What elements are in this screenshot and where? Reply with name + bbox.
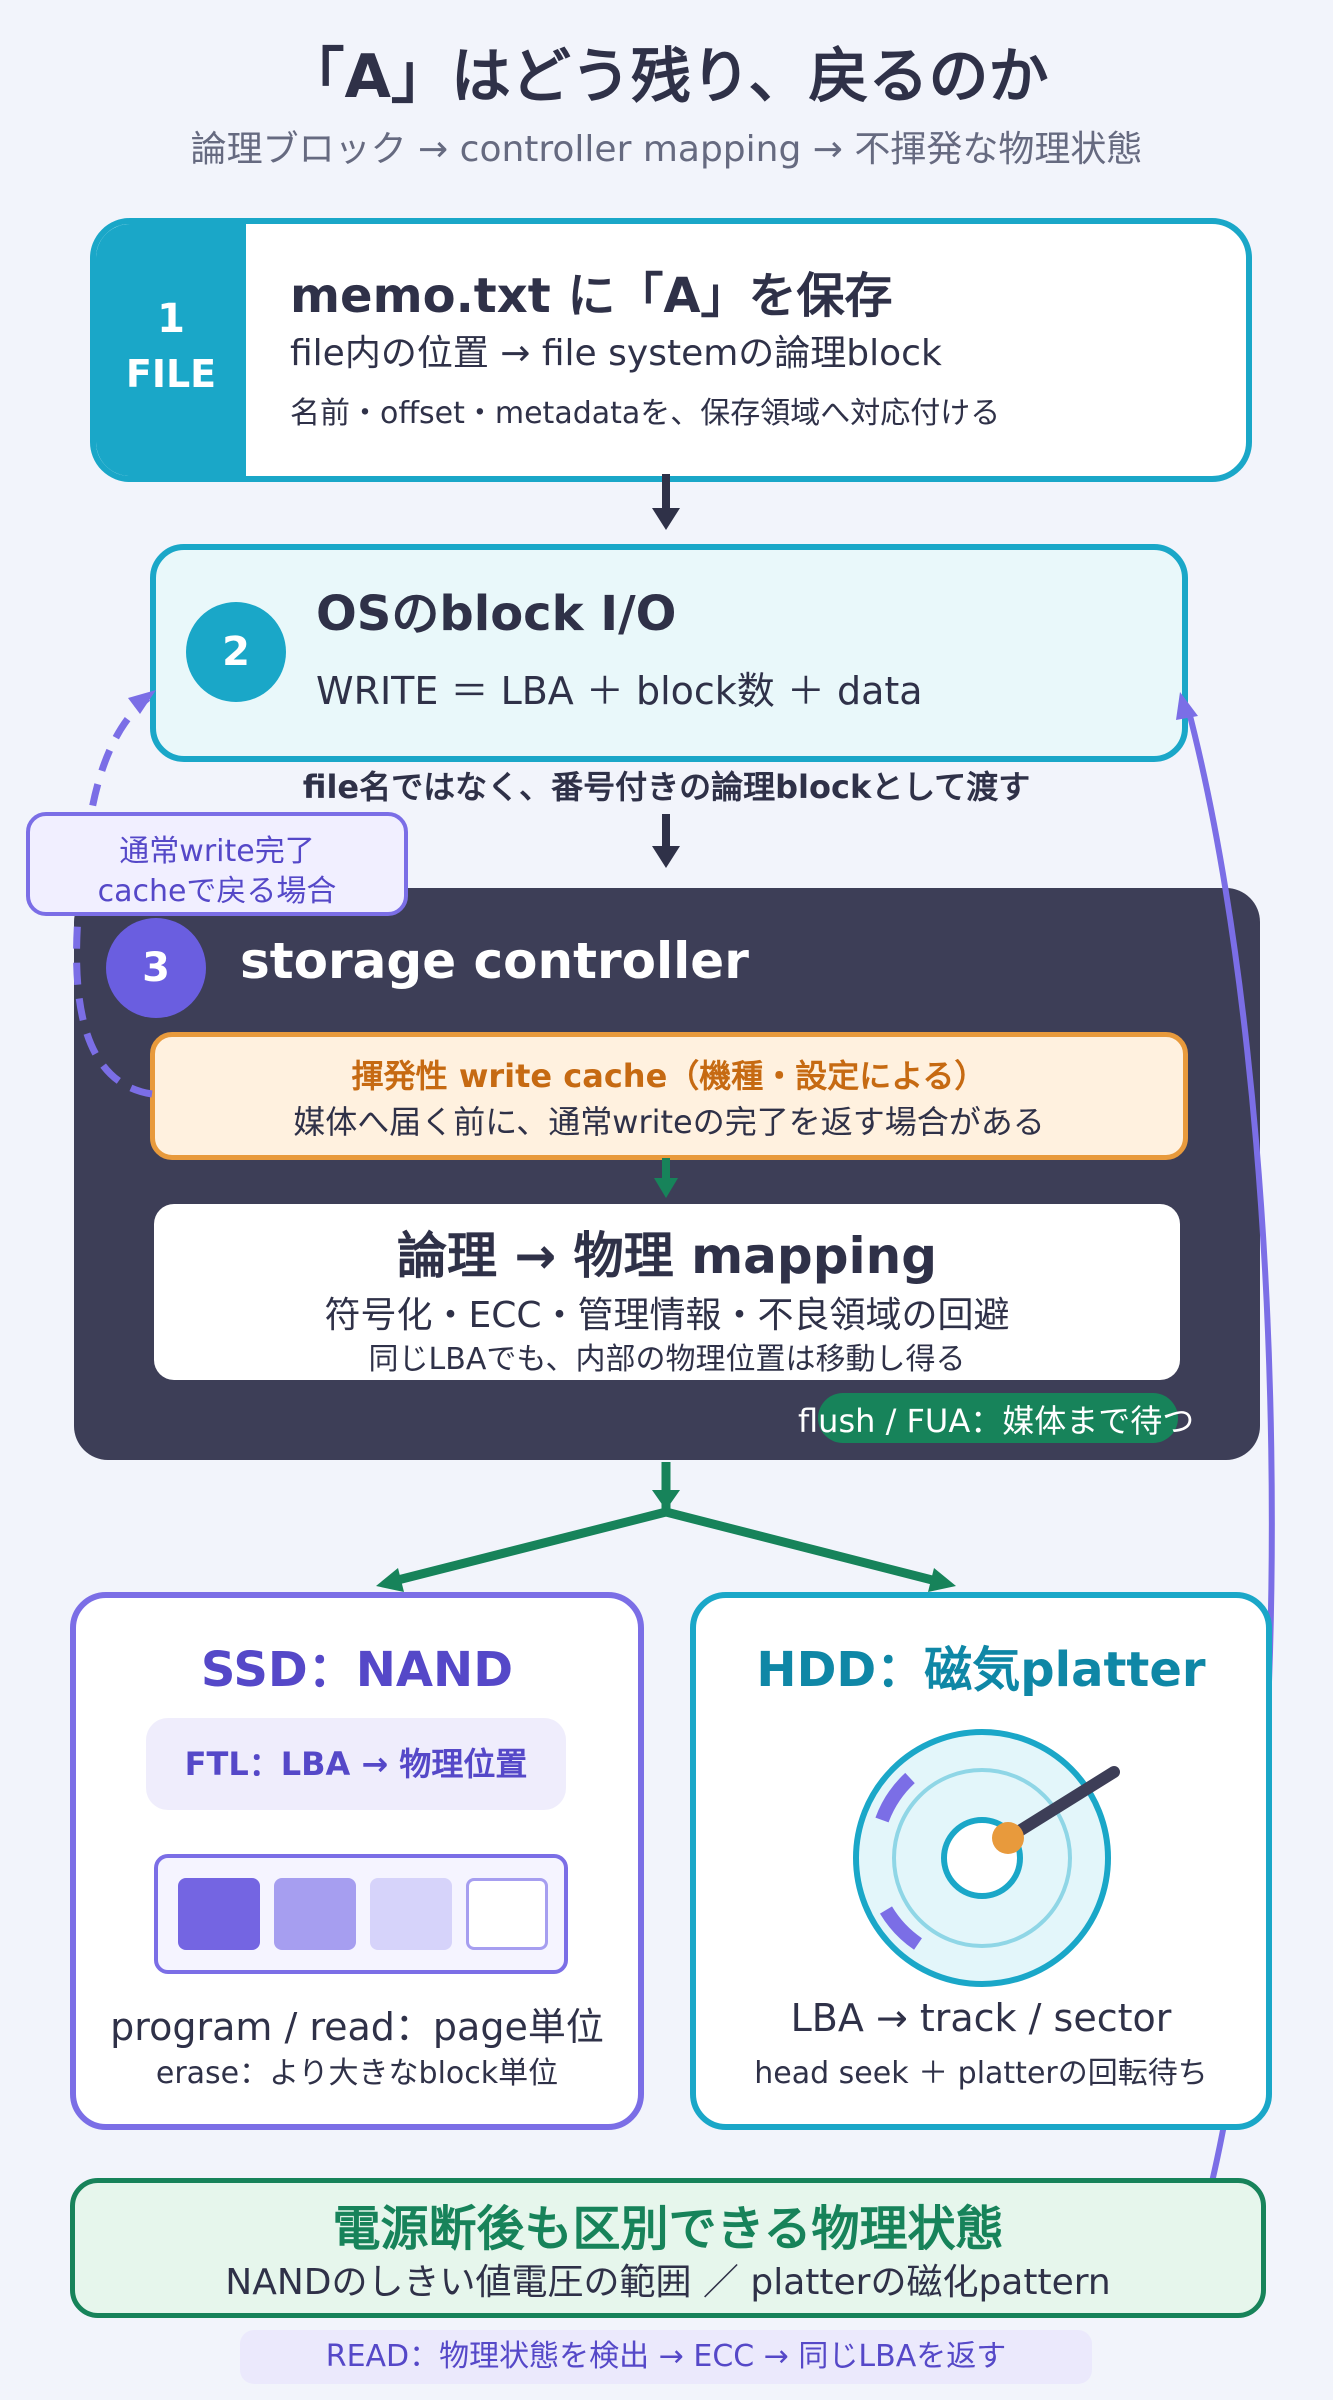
- step-number-2: 2: [186, 602, 286, 702]
- arrow-head-controller-down: [652, 1490, 680, 1510]
- ssd-heading: SSD：NAND: [200, 1642, 514, 1698]
- ssd-box: SSD：NAND FTL：LBA → 物理位置 program / read：p…: [70, 1592, 644, 2130]
- arrow-head-file-to-io: [652, 508, 680, 530]
- hdd-line2: head seek ＋ platterの回転待ち: [754, 2056, 1208, 2091]
- arrow-to-ssd: [388, 1507, 668, 1587]
- head-arm: [1002, 1766, 1120, 1844]
- platter-track: [892, 1768, 1072, 1948]
- block-io-note: file名ではなく、番号付きの論理blockとして渡す: [302, 768, 1031, 806]
- block-io-box: 2 OSのblock I/O WRITE ＝ LBA ＋ block数 ＋ da…: [150, 544, 1188, 762]
- physical-state-heading: 電源断後も区別できる物理状態: [332, 2201, 1004, 2257]
- mapping-box: 論理 → 物理 mapping 符号化・ECC・管理情報・不良領域の回避 同じL…: [154, 1204, 1180, 1380]
- hdd-line1: LBA → track / sector: [790, 1996, 1172, 2040]
- read-write-head: [992, 1822, 1024, 1854]
- nand-page-row: [154, 1854, 568, 1974]
- cache-return-note-line1: 通常write完了: [119, 834, 315, 869]
- flush-label: flush / FUA：媒体まで待つ: [798, 1402, 1195, 1440]
- write-cache-box: 揮発性 write cache（機種・設定による） 媒体へ届く前に、通常writ…: [150, 1032, 1188, 1160]
- write-cache-text: 媒体へ届く前に、通常writeの完了を返す場合がある: [293, 1103, 1045, 1141]
- hdd-box: HDD：磁気platter LBA → track / sector head …: [690, 1592, 1272, 2130]
- read-label: READ：物理状態を検出 → ECC → 同じLBAを返す: [240, 2330, 1092, 2384]
- mapping-line2: 同じLBAでも、内部の物理位置は移動し得る: [368, 1342, 966, 1377]
- storage-controller-heading: storage controller: [240, 932, 749, 990]
- file-step-tab: 1 FILE: [96, 224, 246, 476]
- file-step-box: 1 FILE memo.txt に「A」を保存 file内の位置 → file …: [90, 218, 1252, 482]
- ftl-label: FTL：LBA → 物理位置: [146, 1718, 566, 1810]
- hdd-heading: HDD：磁気platter: [756, 1642, 1206, 1698]
- cache-return-note: 通常write完了 cacheで戻る場合: [26, 812, 408, 916]
- block-io-line1: WRITE ＝ LBA ＋ block数 ＋ data: [316, 669, 923, 713]
- file-step-line1: file内の位置 → file systemの論理block: [290, 333, 942, 374]
- ssd-line1: program / read：page単位: [110, 2005, 604, 2049]
- sector-mark-2: [879, 1906, 923, 1950]
- arrow-head-to-hdd: [928, 1568, 956, 1592]
- file-tab-label: FILE: [125, 352, 217, 396]
- arrow-head-io-to-controller: [652, 846, 680, 868]
- nand-page-2: [274, 1878, 356, 1950]
- step-number-3: 3: [106, 918, 206, 1018]
- nand-page-3: [370, 1878, 452, 1950]
- block-io-heading: OSのblock I/O: [316, 586, 677, 642]
- flush-badge: [818, 1393, 1178, 1443]
- platter-illustration: [853, 1729, 1120, 1987]
- physical-state-box: 電源断後も区別できる物理状態 NANDのしきい値電圧の範囲 ／ platterの…: [70, 2178, 1266, 2318]
- nand-page-1: [178, 1878, 260, 1950]
- physical-state-line1: NANDのしきい値電圧の範囲 ／ platterの磁化pattern: [225, 2262, 1111, 2303]
- file-step-line2: 名前・offset・metadataを、保存領域へ対応付ける: [290, 396, 1001, 431]
- ssd-line2: erase：より大きなblock単位: [155, 2056, 559, 2091]
- page-title: 「A」はどう残り、戻るのか: [284, 42, 1049, 112]
- file-step-heading: memo.txt に「A」を保存: [290, 268, 893, 324]
- write-cache-heading: 揮発性 write cache（機種・設定による）: [351, 1057, 987, 1095]
- sector-mark-1: [875, 1772, 915, 1823]
- mapping-heading: 論理 → 物理 mapping: [396, 1227, 938, 1285]
- mapping-line1: 符号化・ECC・管理情報・不良領域の回避: [324, 1295, 1010, 1336]
- nand-page-4: [466, 1878, 548, 1950]
- page-subtitle: 論理ブロック → controller mapping → 不揮発な物理状態: [190, 129, 1143, 170]
- arrow-to-hdd: [664, 1507, 942, 1587]
- cache-return-note-line2: cacheで戻る場合: [97, 874, 337, 909]
- arrow-head-to-ssd: [376, 1568, 404, 1592]
- step-number-1: 1: [157, 296, 185, 342]
